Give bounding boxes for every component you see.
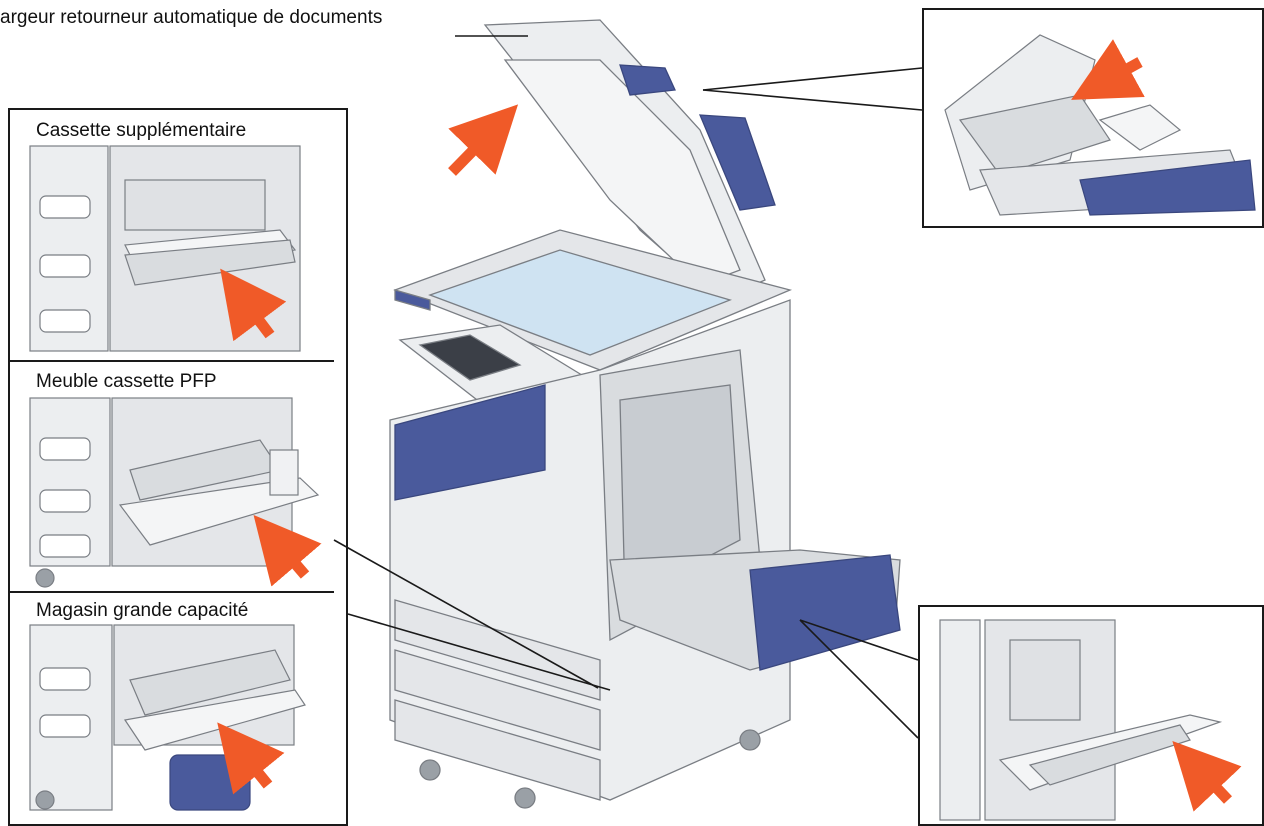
adf-detail-illustration xyxy=(944,34,1256,216)
arrow-icon xyxy=(448,104,519,176)
leader-hcf xyxy=(347,613,611,691)
bypass-detail-illustration xyxy=(939,619,1223,821)
leader-adf-box-top xyxy=(702,67,923,91)
arrow-icon xyxy=(253,514,322,587)
label-pfp: Meuble cassette PFP xyxy=(36,371,217,392)
arrow-icon xyxy=(217,722,285,795)
leader-bypass-top xyxy=(799,619,919,661)
pfp-illustration xyxy=(29,397,320,588)
printer-illustration xyxy=(389,19,901,809)
arrow-icon xyxy=(1071,39,1145,100)
leader-bypass-bottom xyxy=(799,619,919,739)
label-hcf: Magasin grande capacité xyxy=(36,600,249,621)
arrow-icon xyxy=(1172,740,1242,812)
label-cassette: Cassette supplémentaire xyxy=(36,120,247,141)
hcf-illustration xyxy=(29,624,306,811)
leader-adf-box-bottom xyxy=(702,89,923,111)
arrow-icon xyxy=(220,268,287,342)
label-adf: argeur retourneur automatique de documen… xyxy=(0,7,383,28)
leader-pfp xyxy=(333,539,599,689)
